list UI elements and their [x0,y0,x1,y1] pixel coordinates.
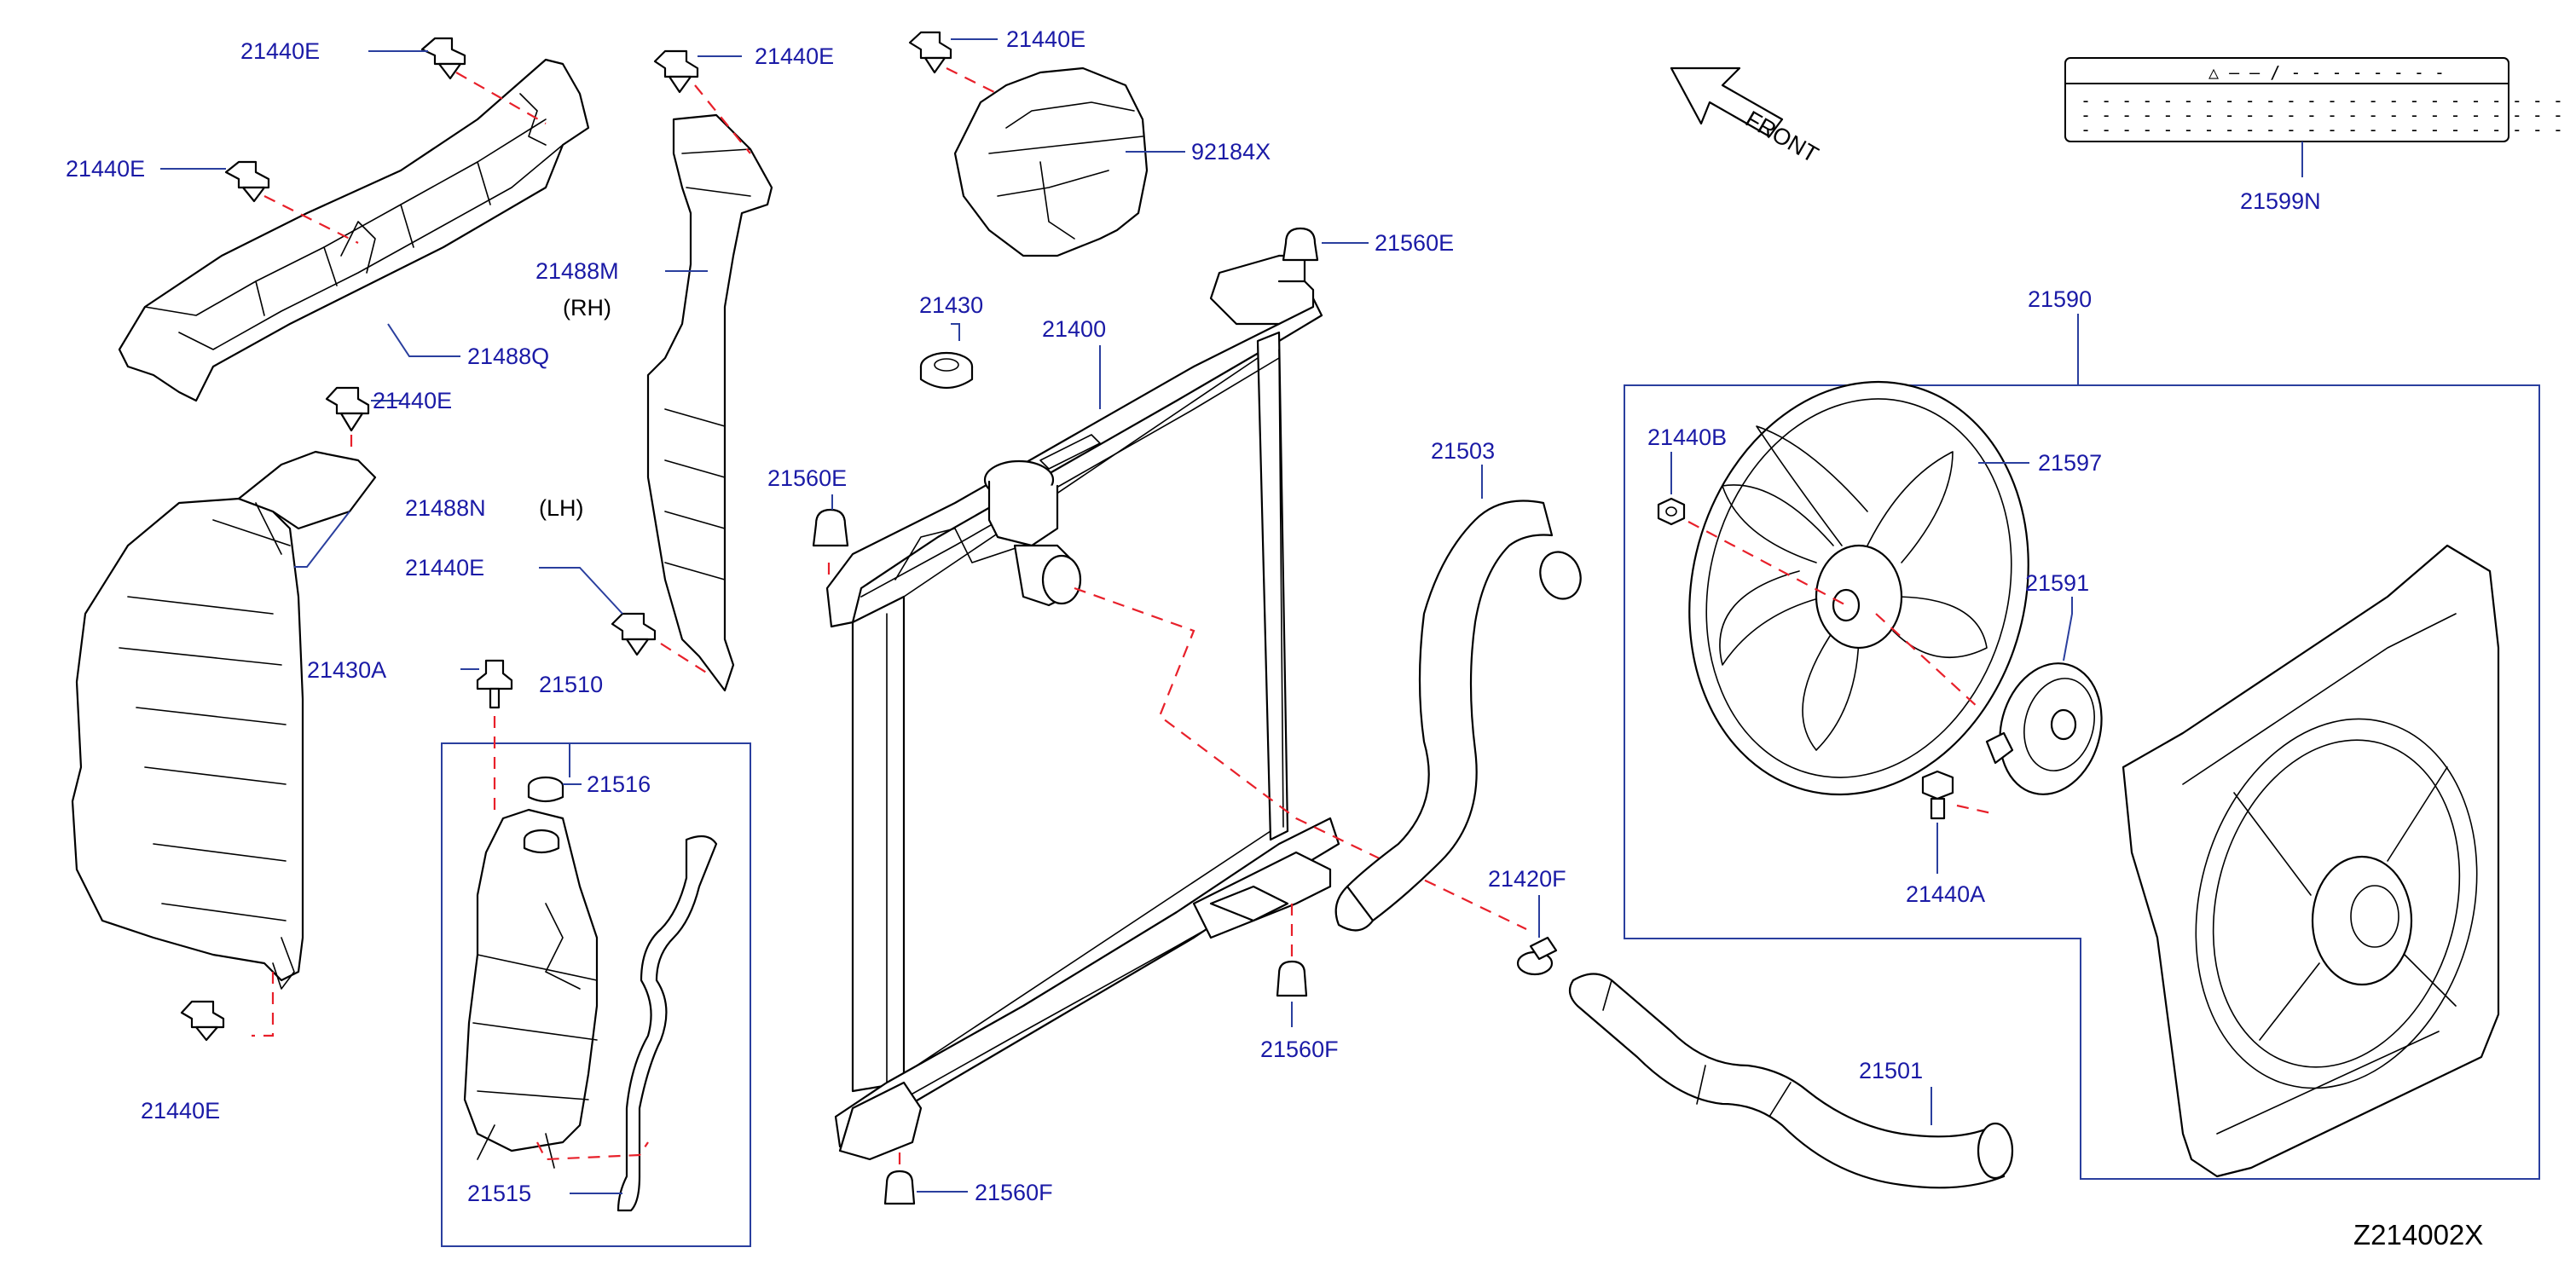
leader-lines [160,38,2303,1194]
label-21488n: 21488N [405,495,486,521]
label-21440e-left: 21440E [66,156,145,182]
label-21440a: 21440A [1906,881,1985,907]
motor-bolt [1921,770,1954,820]
clip-21440e-air-guide [908,31,952,74]
label-21599n: 21599N [2240,188,2321,214]
side-seal-lh [71,450,377,990]
label-21597: 21597 [2038,450,2102,476]
fan-motor-group-frame [1624,384,2540,1180]
hose-clamp [1516,936,1558,976]
mount-rubber-upper-right [1282,227,1319,262]
label-21503: 21503 [1431,438,1495,464]
label-21400: 21400 [1042,316,1106,342]
mount-rubber-lower-right [1276,960,1308,997]
caution-label-line4: - - - - - - - - - - - - - - - - - - - - … [2081,119,2576,140]
caution-label-title: △ – – / - - - - - - - - [2208,62,2445,83]
radiator [825,254,1340,1161]
part-labels: 21440E 21440E 21488Q 21440E 21488N (LH) … [66,26,2483,1251]
label-21430: 21430 [919,292,983,318]
clip-21440e-mid [325,386,370,432]
label-21440e-mid: 21440E [373,388,452,413]
label-21440e-upper: 21440E [240,38,320,64]
label-21420f: 21420F [1488,866,1566,892]
air-guide [953,66,1149,257]
label-21516: 21516 [587,771,651,797]
label-21430a: 21430A [307,657,386,683]
reservoir-bolt [476,659,513,709]
label-rh: (RH) [563,295,611,321]
clip-21440e-bracket-top [653,49,699,94]
label-21560f-bottom: 21560F [975,1180,1053,1205]
reservoir-cap [523,829,560,854]
label-21440e-bracket-top: 21440E [755,43,834,69]
caution-label-line3: - - - - - - - - - - - - - - - - - - - - … [2081,105,2576,125]
label-21440e-lower: 21440E [141,1098,220,1123]
reservoir-cap-seal [527,776,564,803]
cooling-fan [1688,380,2029,796]
caution-label-line2: - - - - - - - - - - - - - - - - - - - - … [2081,90,2576,111]
label-21440e-bracket-mid: 21440E [405,555,484,581]
reservoir-hose [617,835,718,1212]
label-21440b: 21440B [1647,425,1727,450]
reservoir-group-frame [441,742,751,1247]
label-21560f-right: 21560F [1260,1037,1339,1062]
label-21515: 21515 [467,1181,531,1206]
label-92184x: 92184X [1191,139,1271,165]
side-seal-rh [646,113,773,692]
label-21440e-air-guide: 21440E [1006,26,1085,52]
upper-radiator-hose [1334,500,1582,932]
label-21560e-right: 21560E [1375,230,1454,256]
diagram-code: Z214002X [2353,1219,2483,1251]
label-21501: 21501 [1859,1058,1923,1083]
caution-label: △ – – / - - - - - - - - - - - - - - - - … [2064,57,2576,142]
fan-motor [1985,662,2103,795]
front-arrow-icon [1670,66,1784,138]
label-21488q: 21488Q [467,344,549,369]
radiator-upper-cover [118,58,590,402]
reservoir-tank [463,808,599,1169]
clip-21440e-lower [180,1000,225,1042]
label-21488m: 21488M [535,258,619,284]
fan-shroud [2122,544,2500,1178]
label-21591: 21591 [2025,570,2089,596]
label-21590: 21590 [2028,286,2092,312]
radiator-cap [919,351,974,389]
lower-radiator-hose [1568,973,2014,1189]
fan-nut [1657,497,1686,526]
label-21510: 21510 [539,672,603,697]
mount-rubber-upper-left [812,508,849,547]
label-front: FRONT [1741,106,1823,167]
clip-21440e-bracket-mid [611,612,657,656]
label-lh: (LH) [539,495,584,521]
label-21560e-left: 21560E [767,465,847,491]
mount-rubber-lower-bottom [883,1170,916,1205]
clip-21440e-left [224,160,270,203]
clip-21440e-upper [420,37,466,80]
